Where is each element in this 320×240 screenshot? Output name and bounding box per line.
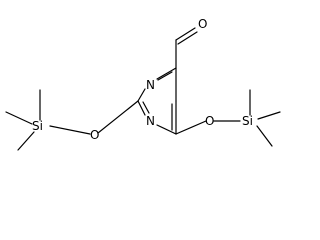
ring-nitrogen-3-label: N bbox=[146, 78, 155, 92]
bond-si-ch3-left bbox=[5, 111, 33, 125]
bond-c6-o-right bbox=[175, 120, 207, 135]
left-trimethylsilyloxy-group bbox=[5, 89, 139, 151]
bond-c2-o-left bbox=[97, 100, 139, 134]
aldehyde-group bbox=[175, 27, 198, 69]
left-silicon-label: Si bbox=[32, 119, 43, 133]
bond-si-ch3-right bbox=[257, 111, 281, 120]
chemical-structure: O N N O O Si Si bbox=[5, 17, 281, 151]
ring-bond-c4-n3 bbox=[156, 67, 177, 80]
ring-bond-c4-n3-inner bbox=[157, 71, 173, 81]
ring-bond-c2-n1 bbox=[137, 100, 146, 116]
bond-cho-o-a bbox=[175, 27, 196, 41]
bond-si-ch3-down-left bbox=[17, 131, 35, 151]
ring-bond-c2-n1-inner bbox=[142, 101, 150, 114]
aldehyde-oxygen-label: O bbox=[198, 17, 207, 31]
right-silicon-label: Si bbox=[242, 114, 253, 128]
pyrimidine-ring bbox=[137, 67, 177, 135]
right-ether-oxygen-label: O bbox=[205, 114, 214, 128]
left-ether-oxygen-label: O bbox=[90, 128, 99, 142]
ring-nitrogen-1-label: N bbox=[146, 114, 155, 128]
bond-o-si-left bbox=[49, 125, 91, 135]
atom-labels: O N N O O Si Si bbox=[32, 17, 253, 142]
bond-si-ch3-down-right bbox=[256, 125, 273, 147]
ring-bond-n1-c6 bbox=[156, 124, 177, 135]
ring-bond-n3-c2 bbox=[137, 88, 146, 102]
bond-cho-o-b bbox=[177, 31, 198, 45]
right-trimethylsilyloxy-group bbox=[175, 89, 281, 147]
